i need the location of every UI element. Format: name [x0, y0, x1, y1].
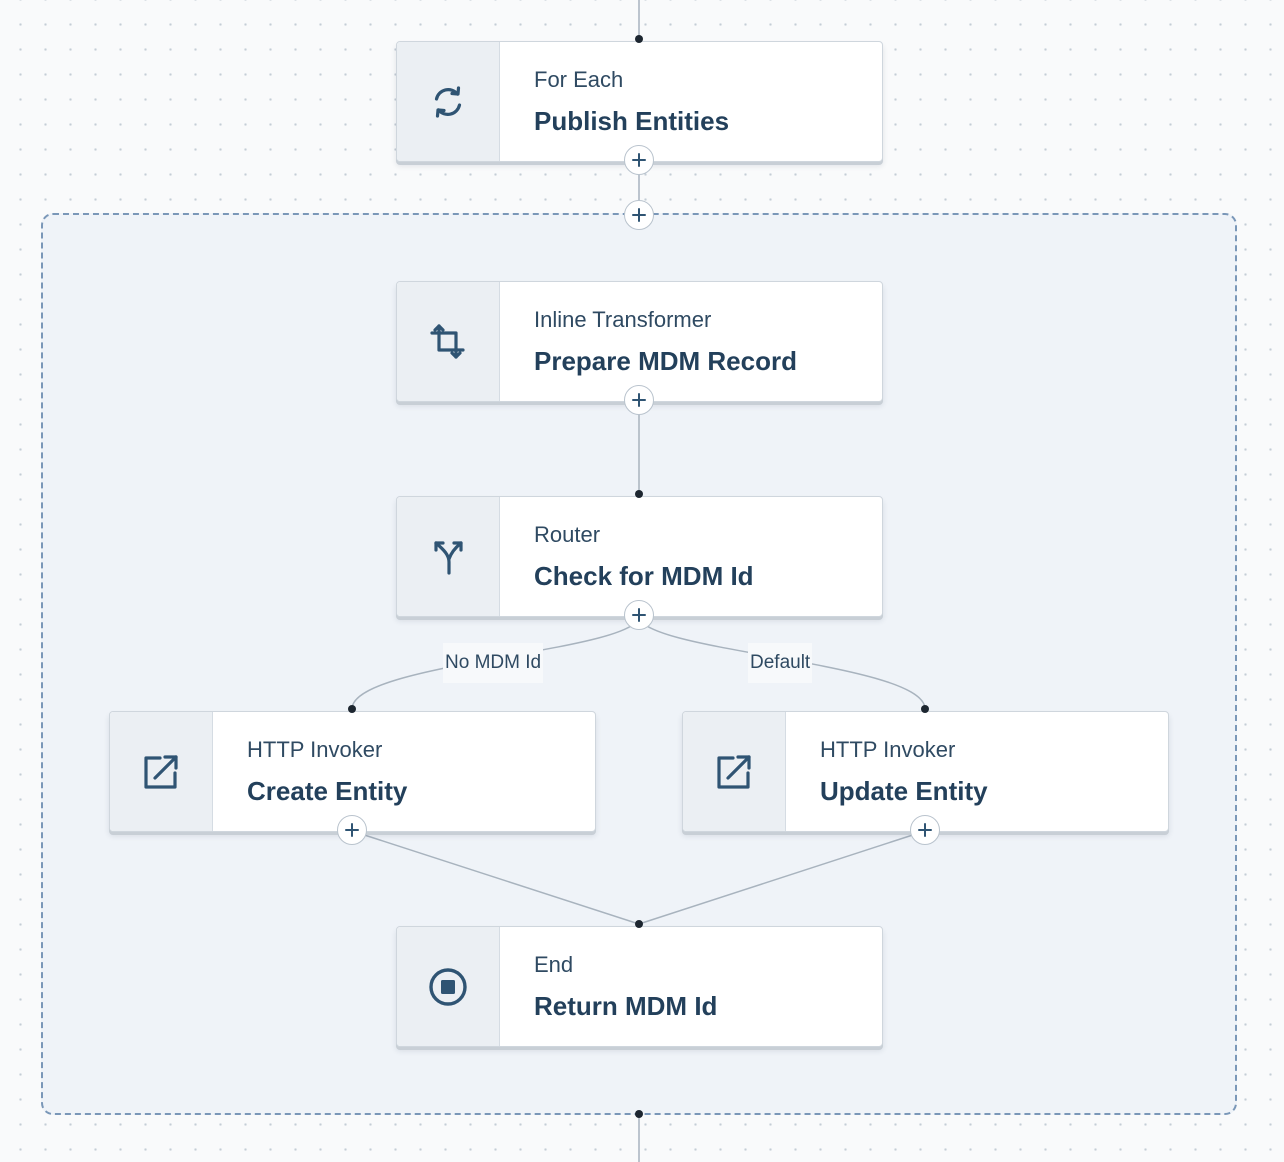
step-card-router[interactable]: Router Check for MDM Id: [396, 496, 883, 617]
plus-icon: [345, 823, 359, 837]
step-name: Create Entity: [247, 776, 408, 806]
step-card-for-each[interactable]: For Each Publish Entities: [396, 41, 883, 162]
add-step-button[interactable]: [910, 815, 940, 845]
step-name: Publish Entities: [534, 106, 730, 136]
step-name: Prepare MDM Record: [534, 346, 797, 376]
input-connector-dot: [635, 490, 643, 498]
add-step-button[interactable]: [624, 600, 654, 630]
add-step-button[interactable]: [624, 385, 654, 415]
step-card-update-entity[interactable]: HTTP Invoker Update Entity: [682, 711, 1169, 832]
connector-update-to-end: [638, 830, 926, 925]
step-name: Return MDM Id: [534, 991, 718, 1021]
step-icon-panel: [683, 712, 786, 831]
add-step-button[interactable]: [624, 145, 654, 175]
add-step-in-loop-button[interactable]: [624, 200, 654, 230]
input-connector-dot: [635, 35, 643, 43]
route-label-default[interactable]: Default: [748, 643, 813, 683]
plus-icon: [918, 823, 932, 837]
step-icon-panel: [397, 282, 500, 401]
loop-icon: [434, 85, 462, 118]
step-icon-panel: [397, 497, 500, 616]
step-card-create-entity[interactable]: HTTP Invoker Create Entity: [109, 711, 596, 832]
external-link-icon: [144, 754, 178, 789]
input-connector-dot: [921, 705, 929, 713]
plus-icon: [632, 153, 646, 167]
input-connector-dot: [635, 920, 643, 928]
plus-icon: [632, 393, 646, 407]
plus-icon: [632, 208, 646, 222]
step-type: HTTP Invoker: [247, 737, 383, 762]
step-type: Router: [534, 522, 601, 547]
plus-icon: [632, 608, 646, 622]
step-type: HTTP Invoker: [820, 737, 956, 762]
step-card-end[interactable]: End Return MDM Id: [396, 926, 883, 1047]
loop-exit-dot: [635, 1110, 643, 1118]
step-name: Update Entity: [820, 776, 988, 806]
external-link-icon: [717, 754, 751, 789]
split-arrows-icon: [434, 540, 463, 575]
crop-transform-icon: [430, 323, 465, 359]
step-icon-panel: [110, 712, 213, 831]
connector-create-to-end: [351, 830, 640, 925]
step-icon-panel: [397, 927, 500, 1046]
input-connector-dot: [348, 705, 356, 713]
step-type: Inline Transformer: [534, 307, 712, 332]
step-type: End: [534, 952, 574, 977]
step-name: Check for MDM Id: [534, 561, 754, 591]
route-label-no-mdm-id[interactable]: No MDM Id: [443, 643, 544, 683]
step-type: For Each: [534, 67, 624, 92]
step-card-inline-transformer[interactable]: Inline Transformer Prepare MDM Record: [396, 281, 883, 402]
add-step-button[interactable]: [337, 815, 367, 845]
step-icon-panel: [397, 42, 500, 161]
stop-circle-icon: [429, 967, 467, 1006]
